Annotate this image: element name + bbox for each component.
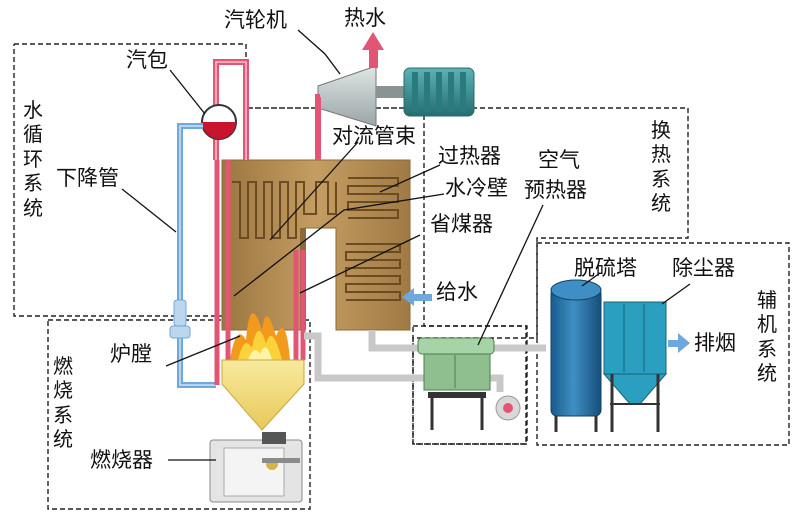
label-burner: 燃烧器 bbox=[90, 448, 153, 472]
leader-lines bbox=[121, 29, 691, 461]
leader-economizer bbox=[299, 234, 421, 294]
label-desulfurization-tower: 脱硫塔 bbox=[574, 256, 637, 280]
economizer-coil bbox=[345, 243, 401, 301]
steam-drum bbox=[201, 104, 237, 140]
label-steam-drum: 汽包 bbox=[126, 48, 168, 72]
furnace-flames bbox=[230, 313, 290, 360]
heat-exchange-boundary bbox=[248, 107, 689, 445]
label-heat-exchange-system: 换热系统 bbox=[651, 118, 671, 216]
turbine-group bbox=[317, 65, 475, 127]
label-flue-exhaust: 排烟 bbox=[694, 331, 736, 355]
label-feed-water: 给水 bbox=[436, 280, 478, 304]
convection-bank-coil bbox=[232, 181, 337, 239]
exhaust-arrow bbox=[668, 333, 690, 353]
label-hot-water: 热水 bbox=[344, 6, 386, 30]
water-circulation-boundary bbox=[13, 43, 248, 317]
label-water-wall: 水冷壁 bbox=[445, 176, 508, 200]
leader-furnace bbox=[165, 335, 241, 367]
label-combustion-system: 燃烧系统 bbox=[53, 354, 73, 452]
dust-collector bbox=[602, 301, 668, 432]
leader-superheater bbox=[379, 164, 441, 193]
label-furnace: 炉膛 bbox=[110, 342, 152, 366]
leader-steam-drum bbox=[169, 69, 206, 115]
label-superheater: 过热器 bbox=[438, 144, 501, 168]
leader-air-preheater bbox=[477, 204, 544, 346]
leader-dust-collector bbox=[661, 283, 691, 305]
label-economizer: 省煤器 bbox=[430, 212, 493, 236]
auxiliary-boundary bbox=[536, 242, 790, 446]
downcomer-pipe bbox=[169, 123, 216, 388]
burner bbox=[209, 432, 303, 503]
label-water-circulation-system: 水循环系统 bbox=[23, 98, 43, 220]
hot-water-arrow bbox=[362, 32, 384, 68]
heat-exchange-bottom-box bbox=[412, 325, 527, 445]
leader-convection-bank bbox=[269, 141, 359, 241]
leader-water-wall bbox=[233, 193, 445, 297]
leader-downcomer bbox=[121, 188, 177, 233]
flue-duct bbox=[304, 330, 546, 392]
leader-desulfurization bbox=[581, 272, 601, 287]
air-preheater bbox=[417, 337, 521, 430]
turbine-shaft bbox=[376, 86, 406, 98]
water-wall-tubes bbox=[214, 160, 306, 385]
furnace-hopper bbox=[221, 359, 305, 431]
label-preheater: 预热器 bbox=[524, 178, 587, 202]
label-steam-turbine: 汽轮机 bbox=[224, 8, 287, 32]
label-convection-bank: 对流管束 bbox=[332, 124, 416, 148]
label-downcomer: 下降管 bbox=[56, 166, 119, 190]
label-air: 空气 bbox=[538, 148, 580, 172]
leader-steam-turbine bbox=[297, 29, 341, 75]
label-auxiliary-system: 辅机系统 bbox=[757, 288, 777, 386]
desulfurization-tower bbox=[550, 279, 602, 432]
superheater-coil bbox=[347, 177, 399, 219]
feed-water-arrow bbox=[402, 288, 432, 306]
steam-turbine bbox=[317, 65, 377, 127]
label-dust-collector: 除尘器 bbox=[672, 256, 735, 280]
